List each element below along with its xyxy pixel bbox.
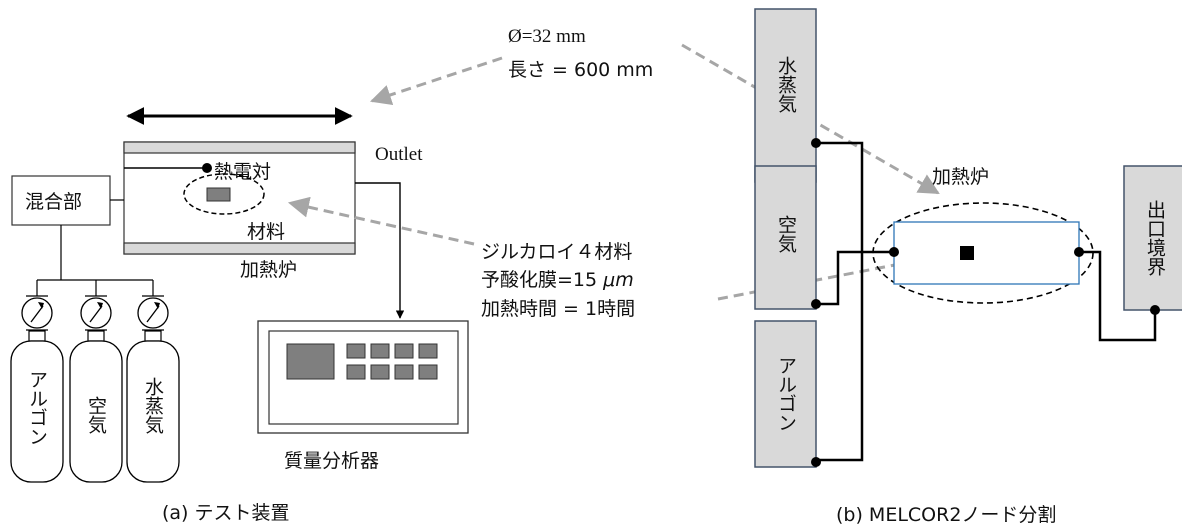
thermocouple-junction (202, 163, 212, 173)
furnace-node-specimen (960, 246, 974, 260)
caption-b: (b) MELCOR2ノード分割 (836, 504, 1056, 526)
length-label: 長さ = 600 mm (508, 59, 653, 81)
furnace-label: 加熱炉 (240, 259, 297, 281)
node-label-steam: 水蒸気 (775, 56, 797, 113)
mass-spectrometer-label: 質量分析器 (284, 450, 379, 472)
thermocouple-label: 熱電対 (214, 161, 271, 183)
cylinder-label-argon: アルゴン (26, 370, 48, 446)
node-label-argon: アルゴン (775, 356, 797, 432)
node-outlet-boundary (1123, 165, 1182, 311)
node-furnace-label: 加熱炉 (932, 166, 989, 188)
cylinder-label-air: 空気 (85, 396, 107, 434)
node-label-outlet: 出口境界 (1144, 200, 1166, 276)
dimension-pointer-left (370, 56, 503, 106)
furnace (123, 141, 356, 255)
cylinder-air (69, 280, 123, 483)
cylinder-label-steam: 水蒸気 (142, 377, 164, 434)
cylinder-steam (126, 280, 180, 483)
caption-a: (a) テスト装置 (162, 502, 290, 524)
node-steam (754, 8, 817, 183)
flow-junctions (811, 138, 1160, 467)
node-air (754, 165, 817, 310)
mass-spectrometer (257, 320, 469, 434)
specimen-ellipse (183, 173, 265, 215)
flow-paths (816, 141, 1157, 462)
cylinder-argon (10, 280, 64, 483)
outlet-label: Outlet (375, 144, 423, 165)
node-label-air: 空気 (775, 215, 797, 253)
mixer-label: 混合部 (25, 191, 82, 213)
diameter-label: Ø=32 mm (508, 26, 586, 47)
furnace-node (893, 221, 1080, 285)
specimen (206, 187, 231, 202)
heating-time-label: 加熱時間 = 1時間 (481, 298, 635, 320)
node-argon (754, 320, 817, 468)
preoxide-label: 予酸化膜=15 μm (481, 269, 634, 291)
outlet-line (355, 182, 405, 319)
specimen-material-label: ジルカロイ４材料 (481, 241, 632, 263)
material-label: 材料 (247, 221, 285, 243)
